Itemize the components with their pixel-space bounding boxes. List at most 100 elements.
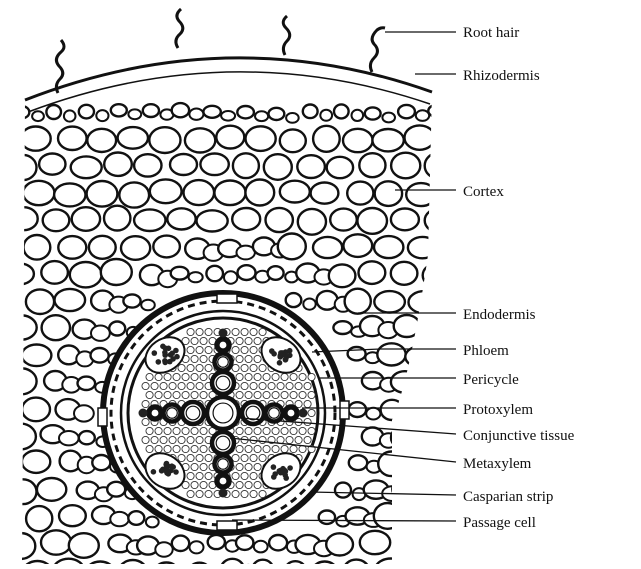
cortex-cell <box>148 178 183 205</box>
cortex-cell <box>342 558 371 564</box>
metaxylem-vessel-lumen <box>245 405 261 421</box>
conjunctive-cell <box>186 435 195 445</box>
conjunctive-cell <box>253 390 262 400</box>
conjunctive-cell <box>195 381 204 391</box>
cortex-cell <box>69 155 103 180</box>
cortex-cell <box>220 110 237 122</box>
cortex-cell <box>376 342 407 367</box>
conjunctive-cell <box>204 453 213 463</box>
conjunctive-cell <box>271 390 280 400</box>
conjunctive-cell <box>271 372 280 382</box>
conjunctive-cell <box>240 489 249 499</box>
conjunctive-cell <box>231 453 240 463</box>
phloem-cell <box>150 469 157 475</box>
conjunctive-cell <box>258 363 267 373</box>
cortex-cell <box>154 541 174 558</box>
cortex-cell <box>231 152 261 180</box>
cortex-cell <box>215 124 246 150</box>
cortex-cell <box>332 320 354 336</box>
cortex-cell <box>148 126 182 155</box>
cortex-cell <box>22 422 38 451</box>
cortex-cell <box>264 206 295 234</box>
cortex-cell <box>244 125 277 153</box>
conjunctive-cell <box>240 327 249 337</box>
conjunctive-cell <box>249 345 258 355</box>
cortex-cell <box>389 151 422 180</box>
cortex-cell <box>182 178 216 207</box>
cortex-cell <box>345 180 375 206</box>
cortex-cell <box>31 110 45 123</box>
cortex-cell <box>319 108 334 122</box>
cortex-cell <box>357 260 387 286</box>
conjunctive-cell <box>172 444 181 454</box>
cortex-cell <box>252 539 269 554</box>
conjunctive-cell <box>172 372 181 382</box>
cortex-cell <box>183 127 217 154</box>
metaxylem-vessel-lumen <box>185 405 201 421</box>
conjunctive-cell <box>145 444 154 454</box>
conjunctive-cell <box>141 381 150 391</box>
conjunctive-cell <box>186 327 195 337</box>
cortex-cell <box>52 182 87 208</box>
cortex-cell <box>309 181 340 205</box>
label-rhizodermis: Rhizodermis <box>463 68 540 84</box>
cortex-cell <box>213 179 247 207</box>
cortex-cell <box>187 561 212 564</box>
conjunctive-cell <box>190 462 199 472</box>
cortex-cell <box>391 476 423 502</box>
cortex-cell <box>202 104 223 120</box>
conjunctive-cell <box>190 336 199 346</box>
conjunctive-cell <box>204 363 213 373</box>
cortex-cell <box>102 204 132 232</box>
label-cortex: Cortex <box>463 184 504 200</box>
conjunctive-cell <box>289 390 298 400</box>
conjunctive-cell <box>199 354 208 364</box>
conjunctive-cell <box>145 372 154 382</box>
cortex-cell <box>77 103 96 120</box>
cortex-cell <box>266 265 285 282</box>
phloem-cell <box>271 474 277 480</box>
conjunctive-cell <box>195 489 204 499</box>
conjunctive-cell <box>163 426 172 436</box>
conjunctive-cell <box>267 381 276 391</box>
leader-phloem <box>311 348 456 353</box>
conjunctive-cell <box>186 345 195 355</box>
stele <box>97 290 350 536</box>
protoxylem-vessel-lumen <box>218 476 228 486</box>
conjunctive-cell <box>141 399 150 409</box>
conjunctive-cell <box>253 480 262 490</box>
conjunctive-cell <box>303 435 312 445</box>
cortex-cell <box>373 289 407 314</box>
cortex-cell <box>22 559 54 564</box>
cortex-cell <box>424 423 432 448</box>
cortex-cell <box>22 153 38 182</box>
conjunctive-cell <box>172 390 181 400</box>
phloem-cell <box>286 347 293 354</box>
conjunctive-cell <box>289 444 298 454</box>
cortex-cell <box>89 346 110 364</box>
cortex-cell <box>41 208 71 233</box>
rhizodermis-inner-edge <box>27 71 431 113</box>
cortex-cell <box>350 108 365 123</box>
cortex-cell <box>389 207 421 232</box>
conjunctive-cell <box>303 381 312 391</box>
conjunctive-cell <box>235 336 244 346</box>
cortex-cell <box>206 533 227 551</box>
cortex-cell <box>73 404 95 423</box>
conjunctive-cell <box>240 363 249 373</box>
cortex-cell <box>244 178 276 207</box>
cortex-cell <box>296 207 328 236</box>
phloem-cell <box>173 469 179 475</box>
conjunctive-cell <box>249 453 258 463</box>
conjunctive-cell <box>307 426 316 436</box>
conjunctive-cell <box>253 426 262 436</box>
cortex-cell <box>346 345 367 362</box>
conjunctive-cell <box>195 345 204 355</box>
cortex-cell <box>56 125 88 152</box>
conjunctive-cell <box>168 381 177 391</box>
cortex-cell <box>24 288 56 316</box>
cortex-cell <box>37 152 67 176</box>
conjunctive-cell <box>195 363 204 373</box>
conjunctive-cell <box>168 435 177 445</box>
